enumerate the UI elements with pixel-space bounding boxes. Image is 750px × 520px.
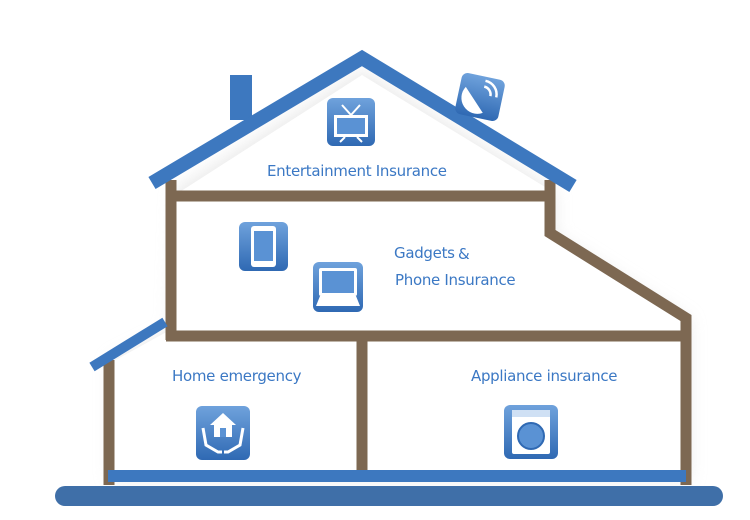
roof: [89, 49, 577, 372]
phone-insurance-label: Phone Insurance: [395, 271, 516, 289]
entertainment-insurance-label: Entertainment Insurance: [267, 162, 447, 180]
laptop-icon: [313, 262, 363, 312]
home-emergency-label: Home emergency: [172, 367, 302, 385]
house-interior: [112, 75, 683, 478]
appliance-insurance-label: Appliance insurance: [471, 367, 618, 385]
floor: [108, 470, 686, 482]
home-hands-icon: [196, 406, 250, 460]
house-walls: [103, 180, 692, 485]
washing-machine-icon: [504, 405, 558, 459]
tv-icon: [327, 98, 375, 146]
smartphone-icon: [239, 222, 288, 271]
foundation: [55, 486, 723, 506]
satellite-dish-icon: [455, 73, 505, 121]
gadgets-ampersand: &: [458, 245, 470, 263]
gadgets-label: Gadgets: [394, 244, 455, 262]
